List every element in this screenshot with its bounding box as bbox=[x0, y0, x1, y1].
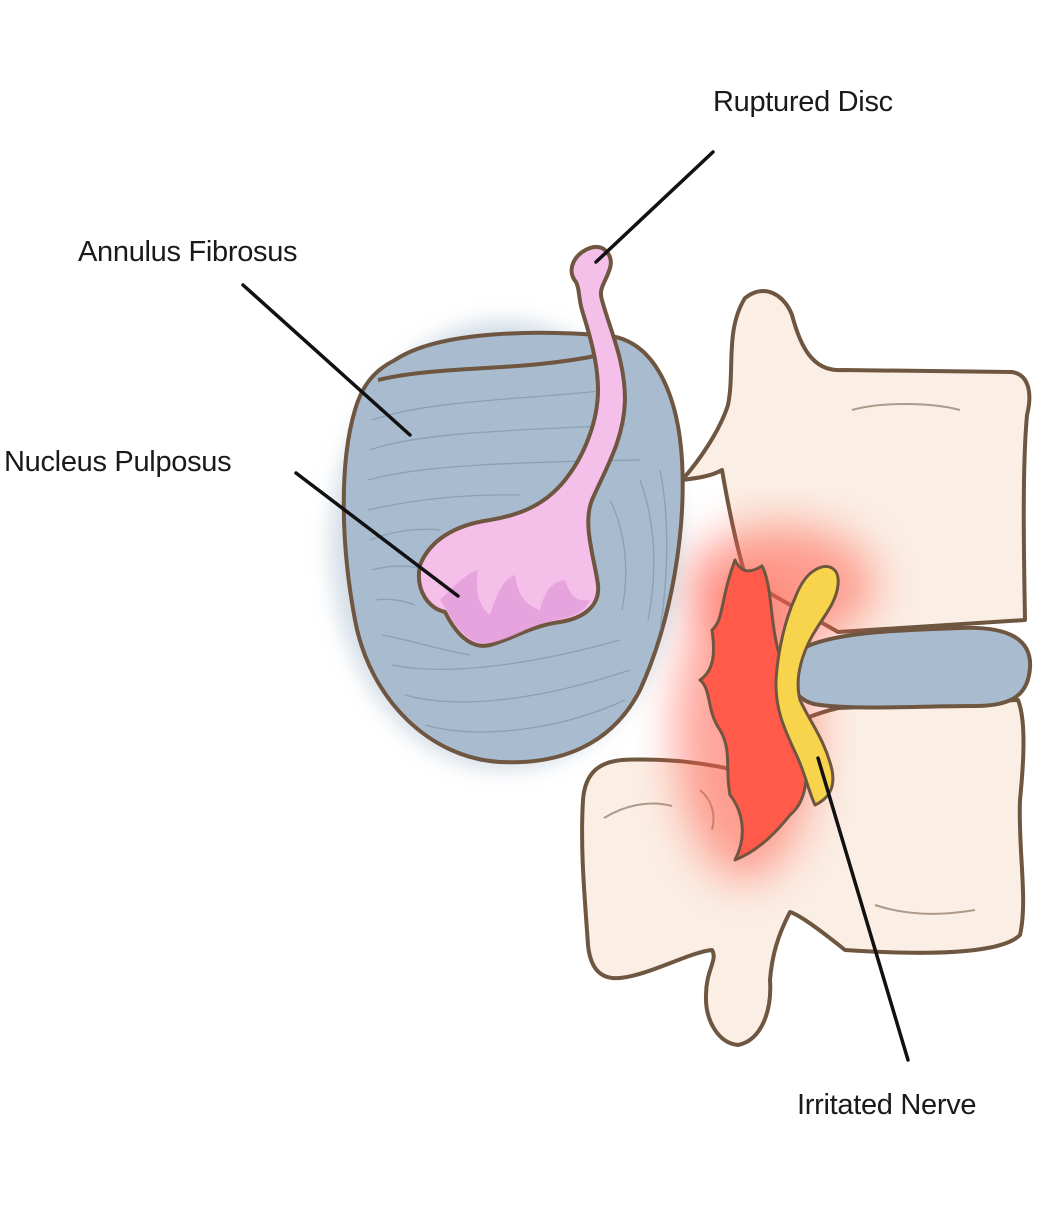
leader-line-irritated-nerve bbox=[816, 756, 910, 1062]
annulus-fibrosus-label: Annulus Fibrosus bbox=[78, 236, 298, 268]
leader-line-ruptured-disc bbox=[594, 150, 715, 264]
irritated-nerve-label: Irritated Nerve bbox=[797, 1089, 977, 1121]
intervertebral-disc bbox=[788, 625, 1033, 710]
leader-lines bbox=[241, 150, 910, 1062]
nucleus-pulposus bbox=[416, 244, 627, 648]
leader-line-annulus-fibrosus bbox=[241, 283, 412, 437]
annulus-rings bbox=[367, 389, 668, 733]
nucleus-pulposus-label: Nucleus Pulposus bbox=[4, 446, 232, 478]
inflammation-area bbox=[698, 558, 808, 862]
ruptured-disc-label: Ruptured Disc bbox=[713, 86, 893, 118]
leader-line-nucleus-pulposus bbox=[294, 471, 460, 598]
